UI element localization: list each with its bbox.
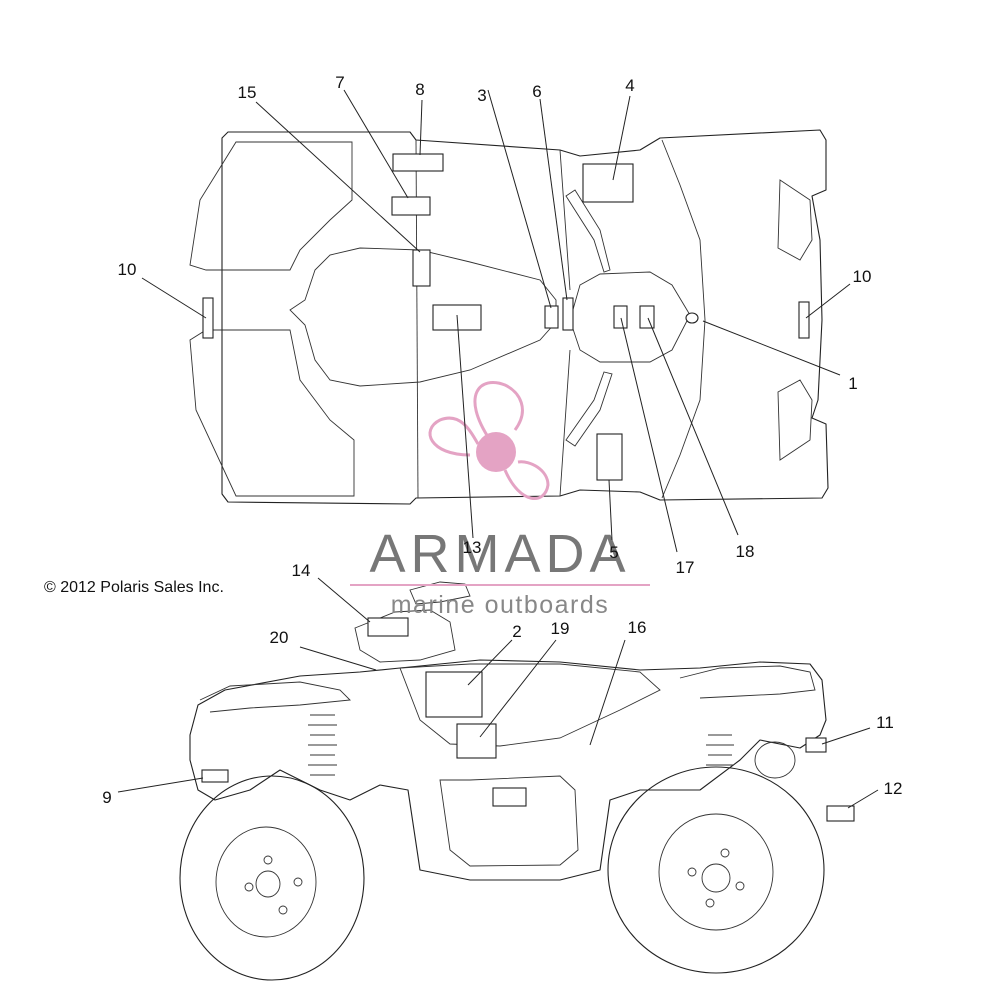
propeller-hub: [476, 432, 516, 472]
headlight: [754, 741, 796, 779]
decal-12: [826, 805, 855, 822]
front-wheel: [607, 766, 825, 974]
callout-14: 14: [292, 561, 311, 580]
decal-9: [201, 769, 229, 783]
rear-fender-top: [221, 129, 829, 505]
callout-20: 20: [270, 628, 289, 647]
rear-rack-outline: [189, 141, 353, 271]
handlebar-right: [565, 371, 613, 447]
body-mid-line: [415, 139, 419, 499]
callout-15: 15: [238, 83, 257, 102]
callout-16: 16: [628, 618, 647, 637]
front-fender-line: [777, 179, 813, 261]
decal-5: [596, 433, 623, 481]
callout-9: 9: [102, 788, 111, 807]
callout-numbers: 1 2 3 4 5 6 7 8 9 10 10 11 12 13 14 15 1…: [102, 73, 902, 807]
steering-pod: [354, 609, 456, 663]
decal-footwell: [492, 787, 527, 807]
handlebar-side: [409, 581, 471, 605]
seat-side: [399, 663, 661, 747]
callout-3: 3: [477, 86, 486, 105]
callout-7: 7: [335, 73, 344, 92]
callout-17: 17: [676, 558, 695, 577]
decal-11: [805, 737, 827, 753]
callout-4: 4: [625, 76, 634, 95]
callout-13: 13: [463, 538, 482, 557]
rear-rack-lower: [189, 329, 355, 497]
decal-6: [562, 297, 574, 331]
callout-18: 18: [736, 542, 755, 561]
rear-wheel: [179, 775, 365, 981]
rear-fender-ridge: [199, 681, 351, 713]
callout-6: 6: [532, 82, 541, 101]
decal-2: [425, 671, 483, 718]
decal-10-front: [798, 301, 810, 339]
rear-spring: [308, 714, 337, 776]
callout-8: 8: [415, 80, 424, 99]
callout-2: 2: [512, 622, 521, 641]
callout-5: 5: [609, 543, 618, 562]
side-view: [179, 581, 855, 981]
decal-19: [456, 723, 497, 759]
handlebar-left: [565, 189, 611, 273]
callout-10-rear: 10: [118, 260, 137, 279]
footwell-side: [439, 775, 579, 867]
decal-4: [582, 163, 634, 203]
copyright-text: © 2012 Polaris Sales Inc.: [44, 579, 224, 596]
decal-17: [613, 305, 628, 329]
callout-10-front: 10: [853, 267, 872, 286]
side-body-outline: [189, 659, 827, 881]
callout-11: 11: [876, 713, 894, 732]
decal-18: [639, 305, 655, 329]
front-rack-outline: [661, 139, 706, 499]
decal-15: [412, 249, 431, 287]
callout-19: 19: [551, 619, 570, 638]
callout-1: 1: [848, 374, 857, 393]
front-fender-ridge: [679, 665, 816, 699]
decal-10-rear: [202, 297, 214, 339]
decal-3: [544, 305, 559, 329]
top-view: [189, 129, 829, 505]
callout-12: 12: [884, 779, 903, 798]
watermark-tagline: marine outboards: [391, 591, 610, 619]
decal-7: [391, 196, 431, 216]
decal-8: [392, 153, 444, 172]
front-hood-outline: [569, 271, 691, 363]
decal-1: [685, 312, 699, 324]
watermark-brand: ARMADA: [369, 524, 630, 584]
propeller-icon: [428, 380, 550, 500]
front-fender-line-2: [777, 379, 813, 461]
leader-lines: [117, 89, 879, 809]
watermark: ARMADA marine outboards: [350, 380, 650, 619]
footwell-line: [559, 149, 571, 497]
front-spring: [706, 734, 734, 766]
decal-14: [367, 617, 409, 637]
